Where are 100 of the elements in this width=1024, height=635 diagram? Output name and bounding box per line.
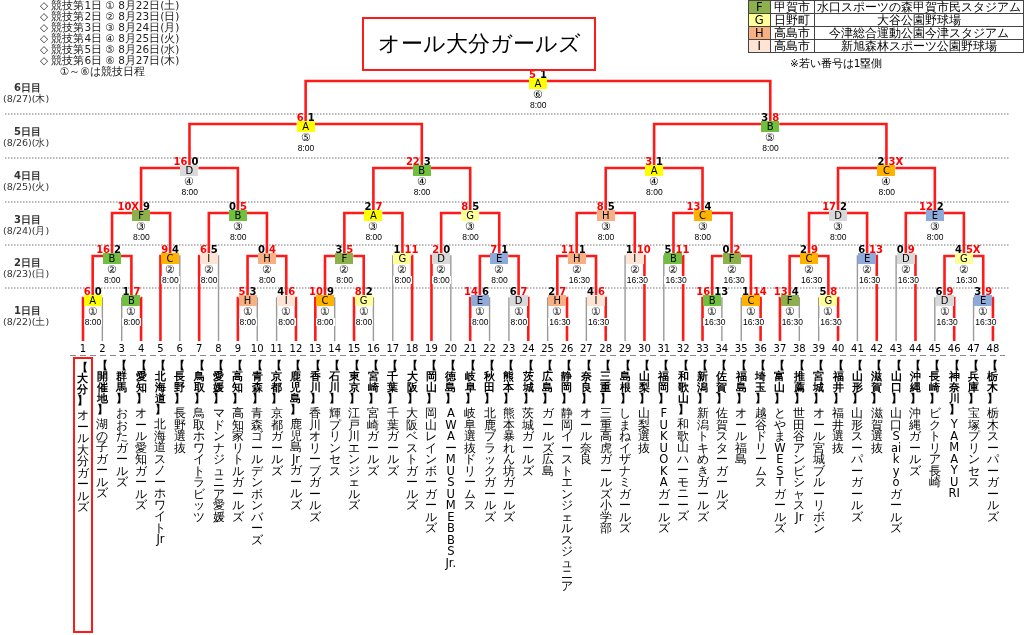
bracket-line bbox=[439, 211, 462, 253]
team-name: オール大分ガールズ bbox=[76, 410, 90, 514]
start-time: 8:00 bbox=[335, 275, 354, 285]
round-number: ③ bbox=[599, 221, 612, 233]
bracket-line bbox=[652, 122, 762, 165]
court-tag: A bbox=[364, 210, 383, 221]
start-time: 8:00 bbox=[693, 232, 713, 242]
bracket-line bbox=[546, 79, 772, 121]
score-label: 5 bbox=[238, 286, 246, 297]
court-tag: I bbox=[277, 295, 296, 306]
score-label: 4 bbox=[277, 286, 285, 297]
round-number: ① bbox=[783, 306, 796, 318]
score-label: 5 bbox=[819, 286, 827, 297]
score-label: 2 bbox=[432, 244, 440, 255]
team-number: 26 bbox=[559, 343, 575, 354]
bracket-line bbox=[740, 297, 743, 342]
bracket-line bbox=[139, 296, 143, 341]
score-label: 3 bbox=[335, 244, 343, 255]
prefecture-label: 【熊本】 bbox=[503, 360, 515, 404]
score-label: 9 bbox=[907, 244, 915, 255]
prefecture-label: 【滋賀】 bbox=[870, 360, 883, 404]
date-label: (8/24)(月) bbox=[3, 226, 50, 236]
prefecture-label: 【北海道】 bbox=[154, 360, 167, 415]
start-time: 16:30 bbox=[780, 317, 804, 327]
court-tag: D bbox=[180, 165, 199, 176]
round-number: ④ bbox=[183, 176, 196, 188]
court-tag: I bbox=[625, 253, 644, 264]
prefecture-label: 【山形】 bbox=[851, 360, 864, 404]
court-tag: F bbox=[722, 253, 741, 264]
team-name: 大阪ベストガールズ bbox=[406, 408, 419, 512]
start-time: 8:00 bbox=[432, 275, 451, 285]
team-name: 静岡イーストエンジェルスジュニア bbox=[560, 408, 574, 592]
team-name: 岐阜選抜ドリームス bbox=[464, 408, 477, 512]
start-time: 8:00 bbox=[364, 232, 383, 242]
team-number: 36 bbox=[753, 343, 768, 354]
team-number: 39 bbox=[811, 343, 827, 354]
round-number: ① bbox=[512, 306, 525, 318]
team-number: 27 bbox=[579, 343, 594, 354]
round-number: ② bbox=[202, 264, 215, 276]
schedule-line: ◇ 競技第6日 ⑥ 8月27日(木) bbox=[40, 55, 180, 66]
prefecture-label: 【高知】 bbox=[232, 360, 244, 404]
schedule-line: ◇ 競技第5日 ⑤ 8月26日(水) bbox=[40, 44, 180, 55]
bracket-line bbox=[904, 211, 926, 253]
prefecture-label: 【佐賀】 bbox=[716, 360, 728, 404]
team-number: 46 bbox=[946, 343, 962, 354]
score-label: 5 bbox=[210, 244, 218, 255]
team-name: 宝塚プリンセス bbox=[967, 408, 980, 489]
prefecture-label: 【東京】 bbox=[348, 360, 360, 404]
score-label: 22 bbox=[405, 156, 420, 167]
bracket-line bbox=[217, 255, 220, 342]
round-number: ① bbox=[977, 306, 990, 318]
court-tag: I bbox=[587, 295, 606, 306]
team-name: AWAーMUSUME BBS Jr. bbox=[444, 408, 457, 569]
start-time: 16:30 bbox=[935, 317, 959, 327]
bracket-line bbox=[710, 254, 723, 295]
bracket-line bbox=[556, 254, 568, 295]
round-number: ③ bbox=[135, 221, 148, 233]
prefecture-label: 【推薦】 bbox=[793, 360, 806, 404]
prefecture-label: 【宮崎】 bbox=[367, 360, 380, 404]
score-label: 5 bbox=[472, 201, 480, 212]
bracket-line bbox=[913, 254, 917, 341]
start-time: 8:00 bbox=[228, 232, 248, 242]
round-number: ① bbox=[319, 306, 331, 318]
start-time: 16:30 bbox=[703, 317, 727, 327]
bracket-line bbox=[642, 254, 646, 341]
court-tag: C bbox=[800, 253, 818, 264]
prefecture-label: 【奈良】 bbox=[580, 360, 593, 404]
court-tag: F bbox=[780, 295, 799, 306]
score-label: 9 bbox=[161, 244, 169, 255]
score-label: 13 bbox=[869, 244, 883, 255]
court-tag: E bbox=[470, 295, 489, 306]
start-time: 16:30 bbox=[896, 275, 921, 285]
team-name: オール奈良 bbox=[580, 408, 593, 466]
score-label: 1 bbox=[393, 244, 401, 255]
score-label: 0 bbox=[443, 244, 451, 255]
bracket-line bbox=[207, 211, 229, 253]
court-tag: E bbox=[925, 210, 944, 221]
prefecture-label: 【兵庫】 bbox=[967, 360, 980, 404]
bracket-line bbox=[614, 211, 637, 253]
court-tag: C bbox=[741, 295, 760, 306]
team-name: 福井選抜 bbox=[832, 408, 845, 454]
score-label: 9 bbox=[327, 286, 334, 297]
day-label: 4日目 bbox=[14, 170, 41, 181]
title: オール大分ガールズ bbox=[362, 17, 596, 71]
start-time: 8:00 bbox=[596, 232, 616, 242]
court-tag: B bbox=[761, 121, 780, 132]
team-number: 43 bbox=[888, 343, 904, 354]
team-number: 48 bbox=[985, 343, 1001, 354]
bracket-line bbox=[972, 254, 985, 295]
start-time: 8:00 bbox=[528, 100, 548, 110]
start-time: 8:00 bbox=[393, 275, 412, 285]
bracket-line bbox=[701, 296, 705, 341]
score-label: 2 bbox=[733, 244, 741, 255]
bracket-line bbox=[121, 254, 133, 295]
bracket-line bbox=[430, 254, 434, 341]
bracket-line bbox=[818, 254, 830, 295]
score-label: 6 bbox=[296, 112, 304, 123]
team-name: しまねイザナミガールズ bbox=[619, 408, 632, 535]
team-number: 33 bbox=[695, 343, 710, 354]
team-name: 三重高虎ガールズ小学部 bbox=[599, 408, 612, 535]
